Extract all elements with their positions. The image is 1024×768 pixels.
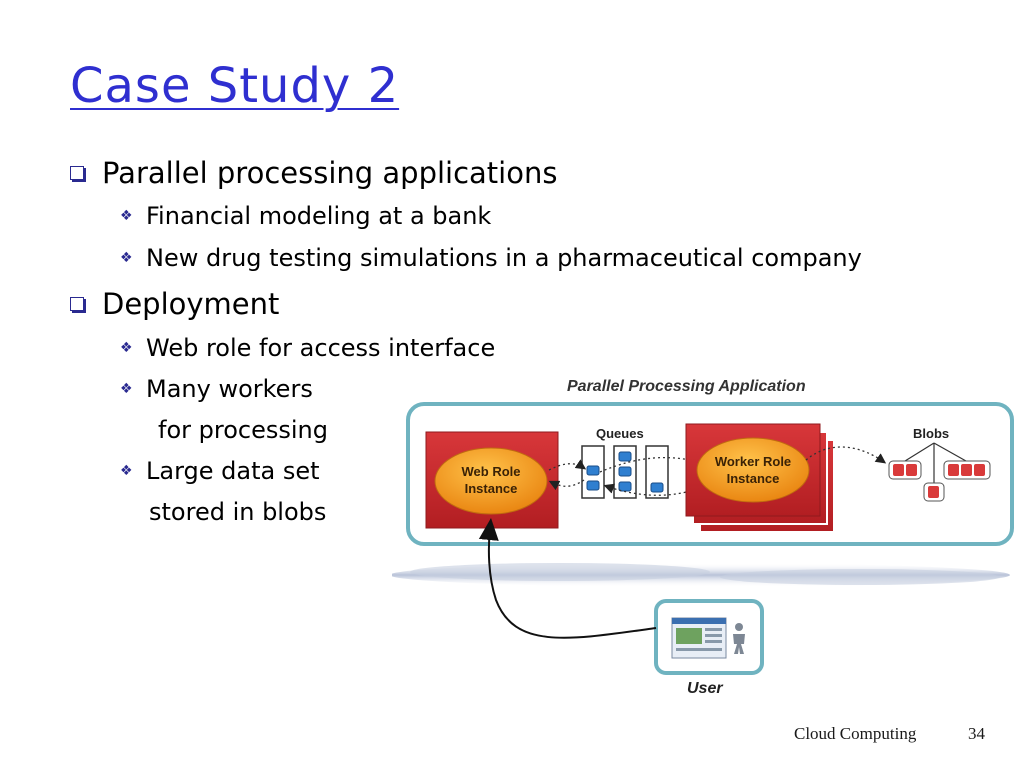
user-label: User [687, 680, 723, 697]
diamond-bullet-icon: ❖ [120, 463, 133, 479]
queue-group [581, 445, 669, 499]
sub-bullet-text: Web role for access interface [146, 334, 496, 362]
bullet-deployment: Deployment [70, 287, 279, 321]
blobs-label: Blobs [913, 426, 949, 441]
cloud-strip [392, 563, 1010, 587]
user-to-web-role-arrow [478, 518, 657, 639]
square-bullet-icon [70, 297, 84, 311]
slide-title: Case Study 2 [70, 58, 400, 114]
queue-message-icon [586, 465, 600, 476]
worker-role-label: Worker Role [715, 454, 791, 469]
footer-course: Cloud Computing [794, 724, 917, 743]
diamond-bullet-icon: ❖ [120, 340, 133, 356]
sub-bullet-text: Financial modeling at a bank [146, 202, 492, 230]
diagram-title: Parallel Processing Application [567, 378, 806, 395]
web-role-label: Web Role [462, 464, 521, 479]
queue-message-icon [618, 466, 632, 477]
sub-bullet-large-data-set: ❖ Large data set [120, 457, 320, 485]
person-icon [733, 623, 745, 654]
bullet-parallel-processing: Parallel processing applications [70, 156, 557, 190]
bullet-text: Deployment [102, 287, 280, 321]
sub-bullet-continuation: stored in blobs [149, 498, 327, 526]
diamond-bullet-icon: ❖ [120, 250, 133, 266]
user-box [654, 599, 764, 675]
queue-message-icon [650, 482, 664, 493]
sub-bullet-text: Large data set [146, 457, 320, 485]
queues-label: Queues [596, 426, 644, 441]
web-role-instance-label: Instance [465, 481, 518, 496]
queue-message-icon [618, 481, 632, 492]
sub-bullet-text: Many workers [146, 375, 313, 403]
queue-message-icon [586, 480, 600, 491]
blob-tree [888, 442, 991, 502]
sub-bullet-text: New drug testing simulations in a pharma… [146, 244, 862, 272]
sub-bullet-drug-testing: ❖ New drug testing simulations in a phar… [120, 244, 862, 272]
footer-page-number: 34 [968, 724, 985, 743]
bullet-text: Parallel processing applications [102, 156, 558, 190]
parallel-processing-diagram: Parallel Processing Application Web Role… [392, 378, 1014, 697]
diamond-bullet-icon: ❖ [120, 208, 133, 224]
sub-bullet-continuation: for processing [158, 416, 328, 444]
sub-bullet-web-role: ❖ Web role for access interface [120, 334, 495, 362]
worker-role-instance-label: Instance [727, 471, 780, 486]
diamond-bullet-icon: ❖ [120, 381, 133, 397]
sub-bullet-financial-modeling: ❖ Financial modeling at a bank [120, 202, 491, 230]
web-role-box: Web Role Instance [425, 431, 559, 529]
square-bullet-icon [70, 166, 84, 180]
worker-role-stack: Worker Role Instance [685, 423, 835, 533]
sub-bullet-many-workers: ❖ Many workers [120, 375, 313, 403]
queue-message-icon [618, 451, 632, 462]
